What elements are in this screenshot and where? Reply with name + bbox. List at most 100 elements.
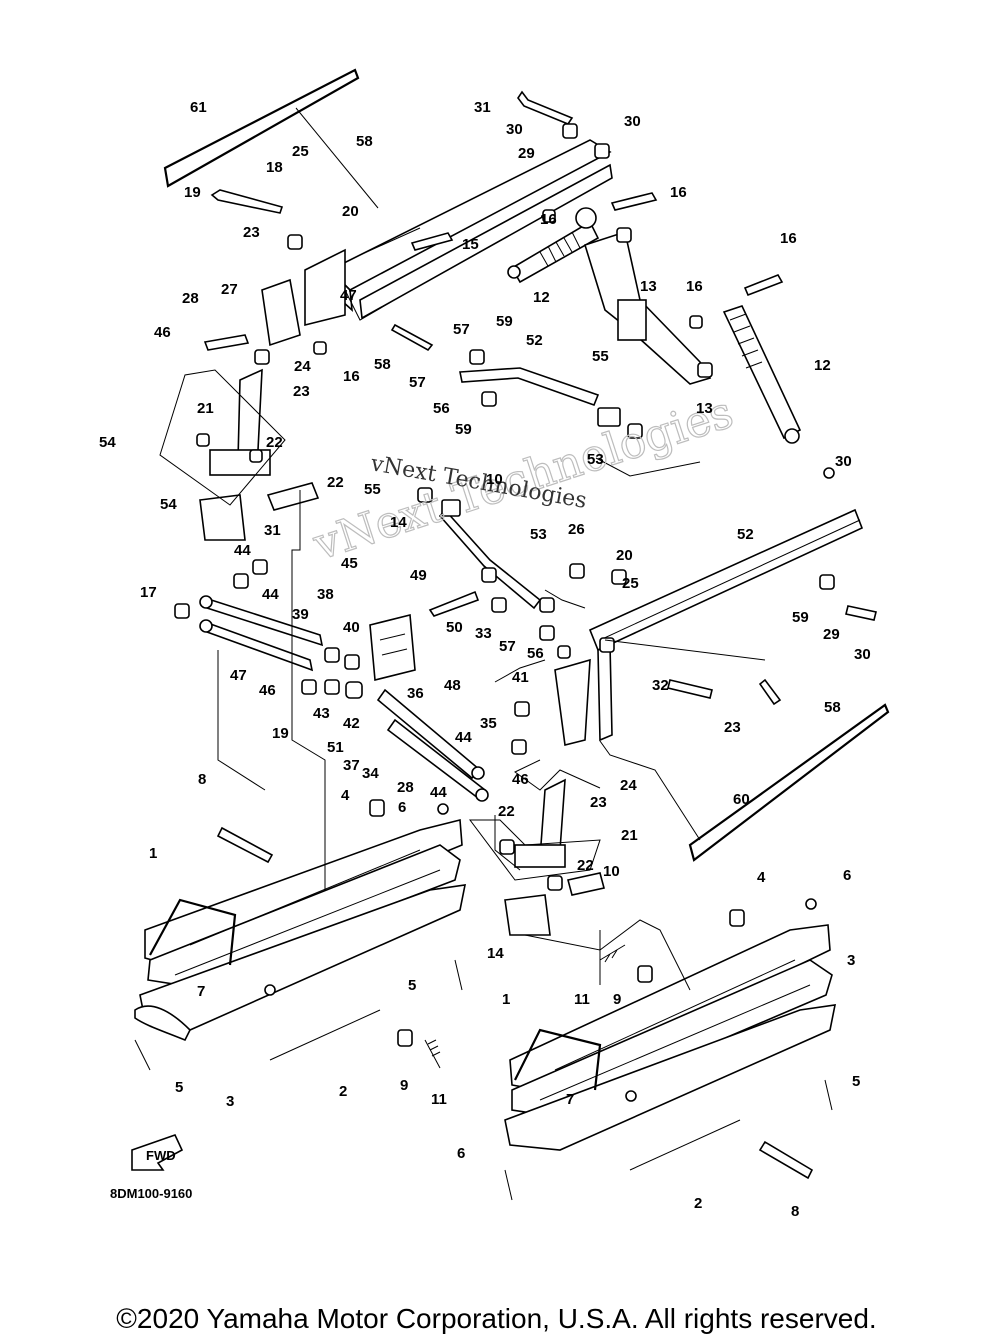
callout-23: 23 xyxy=(590,794,607,811)
callout-30: 30 xyxy=(854,646,871,663)
callout-14: 14 xyxy=(487,945,504,962)
callout-46: 46 xyxy=(512,771,529,788)
callout-24: 24 xyxy=(294,358,311,375)
callout-56: 56 xyxy=(433,400,450,417)
fwd-label: FWD xyxy=(146,1148,176,1163)
callout-17: 17 xyxy=(140,584,157,601)
callout-1: 1 xyxy=(149,845,157,862)
callout-16: 16 xyxy=(540,211,557,228)
callout-10: 10 xyxy=(603,863,620,880)
callout-39: 39 xyxy=(292,606,309,623)
callout-19: 19 xyxy=(184,184,201,201)
callout-9: 9 xyxy=(400,1077,408,1094)
callout-61: 61 xyxy=(190,99,207,116)
callout-24: 24 xyxy=(620,777,637,794)
callout-44: 44 xyxy=(455,729,472,746)
callout-58: 58 xyxy=(356,133,373,150)
callout-45: 45 xyxy=(341,555,358,572)
callout-58: 58 xyxy=(374,356,391,373)
decal-strip-61 xyxy=(163,68,360,188)
callout-6: 6 xyxy=(398,799,406,816)
callout-23: 23 xyxy=(724,719,741,736)
bracket-13 xyxy=(584,230,712,385)
callout-44: 44 xyxy=(430,784,447,801)
callout-31: 31 xyxy=(264,522,281,539)
callout-49: 49 xyxy=(410,567,427,584)
spacer-10-upper xyxy=(266,482,320,511)
watermark: vNext Technologies vNext Technologies xyxy=(306,386,740,571)
callout-46: 46 xyxy=(259,682,276,699)
callout-53: 53 xyxy=(587,451,604,468)
callout-5: 5 xyxy=(408,977,416,994)
callout-58: 58 xyxy=(824,699,841,716)
callout-20: 20 xyxy=(616,547,633,564)
callout-47: 47 xyxy=(230,667,247,684)
callout-16: 16 xyxy=(686,278,703,295)
leader-lines xyxy=(159,107,766,991)
callout-3: 3 xyxy=(226,1093,234,1110)
callout-59: 59 xyxy=(455,421,472,438)
callout-53: 53 xyxy=(530,526,547,543)
front-beam-upper xyxy=(328,139,613,321)
front-beam-lower xyxy=(588,508,864,742)
callout-23: 23 xyxy=(293,383,310,400)
callout-14: 14 xyxy=(390,514,407,531)
callout-30: 30 xyxy=(506,121,523,138)
parts-diagram: vNext Technologies vNext Technologies FW… xyxy=(99,68,890,1220)
ski-right xyxy=(504,924,837,1171)
callout-52: 52 xyxy=(737,526,754,543)
callout-10: 10 xyxy=(486,471,503,488)
callout-56: 56 xyxy=(527,645,544,662)
callout-26: 26 xyxy=(568,521,585,538)
callout-16: 16 xyxy=(343,368,360,385)
callout-52: 52 xyxy=(526,332,543,349)
callout-12: 12 xyxy=(533,289,550,306)
callout-44: 44 xyxy=(234,542,251,559)
shock-absorber-right xyxy=(722,305,802,444)
callout-27: 27 xyxy=(221,281,238,298)
callout-29: 29 xyxy=(823,626,840,643)
callout-34: 34 xyxy=(362,765,379,782)
callout-12: 12 xyxy=(814,357,831,374)
spindle-assembly-left xyxy=(199,248,346,541)
callout-36: 36 xyxy=(407,685,424,702)
tie-rods xyxy=(199,595,489,802)
callout-55: 55 xyxy=(364,481,381,498)
callout-28: 28 xyxy=(397,779,414,796)
callout-29: 29 xyxy=(518,145,535,162)
callout-54: 54 xyxy=(160,496,177,513)
callout-21: 21 xyxy=(197,400,214,417)
callout-22: 22 xyxy=(266,434,283,451)
callout-16: 16 xyxy=(780,230,797,247)
callout-9: 9 xyxy=(613,991,621,1008)
callout-59: 59 xyxy=(792,609,809,626)
callout-30: 30 xyxy=(835,453,852,470)
callout-11: 11 xyxy=(574,991,590,1008)
callout-3: 3 xyxy=(847,952,855,969)
callout-18: 18 xyxy=(266,159,283,176)
callout-57: 57 xyxy=(409,374,426,391)
callout-31: 31 xyxy=(474,99,491,116)
callout-4: 4 xyxy=(757,869,766,886)
callout-22: 22 xyxy=(498,803,515,820)
callout-60: 60 xyxy=(733,791,750,808)
callout-1: 1 xyxy=(502,991,510,1008)
callout-7: 7 xyxy=(197,983,205,1000)
spindle-assembly-right xyxy=(504,658,605,936)
callout-5: 5 xyxy=(852,1073,860,1090)
callout-42: 42 xyxy=(343,715,360,732)
callout-8: 8 xyxy=(198,771,206,788)
callout-20: 20 xyxy=(342,203,359,220)
callout-30: 30 xyxy=(624,113,641,130)
hardware xyxy=(134,90,877,1201)
callout-51: 51 xyxy=(327,739,344,756)
tie-rod-52 xyxy=(438,367,600,610)
callout-47: 47 xyxy=(340,287,357,304)
callout-7: 7 xyxy=(566,1091,574,1108)
callout-16: 16 xyxy=(670,184,687,201)
shock-absorber-upper xyxy=(507,207,600,284)
callout-46: 46 xyxy=(154,324,171,341)
drawing-code: 8DM100-9160 xyxy=(110,1186,192,1201)
callout-25: 25 xyxy=(292,143,309,160)
callout-37: 37 xyxy=(343,757,360,774)
